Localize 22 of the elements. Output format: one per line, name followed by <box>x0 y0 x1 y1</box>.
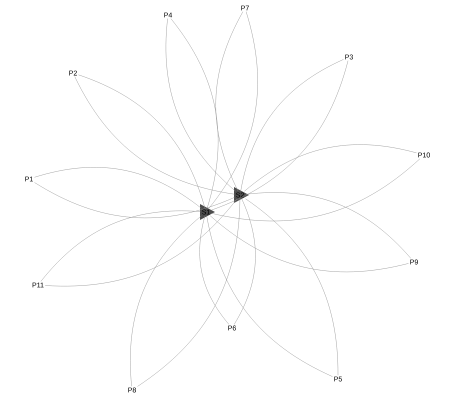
curved-line <box>44 198 238 286</box>
curved-line <box>200 215 230 325</box>
curved-line <box>245 192 411 259</box>
curved-line <box>166 18 236 192</box>
curved-line <box>245 198 338 376</box>
curved-line <box>211 158 420 222</box>
curved-line <box>34 167 202 209</box>
curved-line <box>211 60 348 210</box>
curved-line <box>130 215 202 387</box>
curved-line <box>240 59 344 192</box>
curved-line <box>208 11 258 209</box>
curved-line <box>210 215 409 272</box>
curved-line <box>137 198 240 387</box>
curved-line <box>34 182 235 218</box>
curved-line <box>206 215 333 377</box>
curved-line <box>78 74 206 209</box>
curved-line <box>234 198 256 325</box>
curved-line <box>216 11 244 192</box>
curved-line <box>170 18 218 209</box>
curved-line <box>74 76 235 194</box>
curved-line <box>40 210 201 282</box>
curved-line <box>244 144 417 192</box>
